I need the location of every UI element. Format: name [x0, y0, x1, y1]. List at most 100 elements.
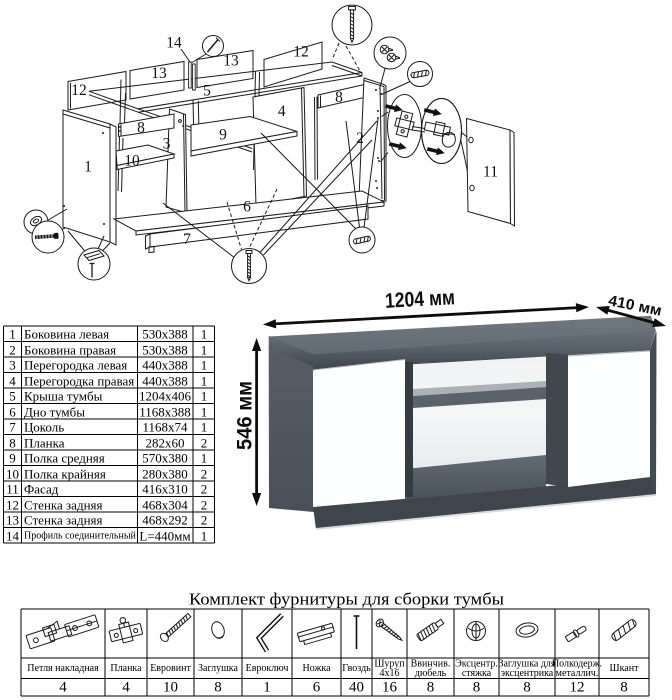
svg-text:2: 2 [201, 482, 208, 497]
svg-text:6: 6 [243, 199, 251, 216]
svg-text:416x310: 416x310 [142, 482, 188, 497]
svg-text:546 мм: 546 мм [234, 381, 257, 450]
svg-text:2: 2 [201, 513, 208, 528]
svg-text:Заглушка для: Заглушка для [498, 659, 555, 670]
svg-text:5: 5 [9, 389, 16, 404]
svg-text:стяжка: стяжка [462, 668, 492, 679]
svg-text:1: 1 [9, 327, 16, 342]
svg-text:12: 12 [293, 44, 309, 61]
svg-text:440x388: 440x388 [142, 358, 188, 373]
svg-text:1168x74: 1168x74 [142, 420, 188, 435]
svg-text:5: 5 [203, 83, 211, 100]
svg-text:3: 3 [163, 136, 171, 153]
svg-text:9: 9 [219, 127, 227, 144]
svg-text:1204 мм: 1204 мм [384, 286, 455, 313]
svg-text:Планка: Планка [24, 435, 65, 450]
svg-text:3: 3 [9, 358, 16, 373]
svg-text:6: 6 [313, 680, 321, 696]
svg-text:Боковина левая: Боковина левая [24, 327, 109, 342]
svg-text:13: 13 [223, 53, 239, 70]
svg-text:Крыша тумбы: Крыша тумбы [24, 389, 103, 404]
svg-text:8: 8 [9, 435, 16, 450]
svg-text:40: 40 [349, 680, 364, 696]
svg-text:Дно тумбы: Дно тумбы [24, 404, 85, 419]
svg-text:4: 4 [59, 680, 67, 696]
svg-text:14: 14 [166, 35, 182, 52]
svg-text:Боковина правая: Боковина правая [24, 342, 116, 357]
svg-text:1: 1 [201, 528, 208, 543]
svg-text:16: 16 [382, 680, 398, 696]
svg-text:4х16: 4х16 [380, 668, 400, 679]
svg-text:Полка крайняя: Полка крайняя [24, 466, 106, 481]
svg-text:468x304: 468x304 [142, 497, 188, 512]
svg-text:13: 13 [151, 65, 167, 82]
svg-text:8: 8 [335, 89, 343, 106]
svg-text:7: 7 [183, 231, 191, 248]
svg-text:Перегородка правая: Перегородка правая [24, 373, 134, 388]
svg-text:Ввинчив.: Ввинчив. [411, 659, 451, 670]
svg-text:2: 2 [201, 466, 208, 481]
svg-text:530x388: 530x388 [142, 327, 188, 342]
svg-text:Комплект фурнитуры для сборки: Комплект фурнитуры для сборки тумбы [189, 590, 504, 609]
svg-text:Петля накладная: Петля накладная [27, 663, 99, 674]
svg-text:1: 1 [201, 404, 208, 419]
svg-text:Ножка: Ножка [302, 663, 331, 674]
svg-text:2: 2 [201, 435, 208, 450]
svg-text:эксцентрика: эксцентрика [501, 668, 554, 679]
svg-text:Стенка задняя: Стенка задняя [24, 513, 103, 528]
svg-text:Фасад: Фасад [24, 482, 59, 497]
svg-text:13: 13 [6, 513, 19, 528]
svg-text:Перегородка левая: Перегородка левая [24, 358, 127, 373]
svg-text:8: 8 [473, 680, 481, 696]
svg-text:Заглушка: Заглушка [198, 663, 238, 674]
svg-text:1: 1 [263, 680, 271, 696]
svg-text:8: 8 [214, 680, 222, 696]
svg-text:570x380: 570x380 [142, 451, 188, 466]
svg-text:12: 12 [6, 497, 19, 512]
svg-text:11: 11 [483, 164, 498, 181]
svg-text:Планка: Планка [110, 663, 142, 674]
svg-text:Стенка задняя: Стенка задняя [24, 497, 103, 512]
svg-text:12: 12 [71, 82, 87, 99]
svg-text:Евровинт: Евровинт [150, 663, 191, 674]
svg-text:1: 1 [84, 159, 92, 176]
svg-text:Профиль соединительный: Профиль соединительный [24, 530, 137, 541]
svg-text:7: 7 [9, 420, 16, 435]
svg-text:8: 8 [523, 680, 531, 696]
svg-text:9: 9 [9, 451, 16, 466]
svg-text:4: 4 [9, 373, 16, 388]
svg-text:410 мм: 410 мм [607, 292, 663, 319]
svg-text:Шуруп: Шуруп [374, 659, 405, 670]
svg-text:Полка средняя: Полка средняя [24, 451, 105, 466]
svg-text:Гвоздь: Гвоздь [342, 663, 371, 674]
svg-text:1: 1 [201, 358, 208, 373]
svg-text:6: 6 [9, 404, 16, 419]
svg-text:1: 1 [201, 373, 208, 388]
svg-text:4: 4 [278, 103, 286, 120]
svg-text:1: 1 [201, 451, 208, 466]
svg-text:Полкодерж.: Полкодерж. [552, 659, 602, 670]
svg-text:L=440мм: L=440мм [139, 528, 190, 543]
svg-text:2: 2 [9, 342, 16, 357]
svg-text:дюбель: дюбель [415, 668, 447, 679]
svg-text:8: 8 [427, 680, 435, 696]
svg-text:Эксцентр.: Эксцентр. [455, 659, 498, 670]
svg-text:10: 10 [124, 153, 140, 170]
svg-text:10: 10 [163, 680, 178, 696]
svg-text:468x292: 468x292 [142, 513, 188, 528]
svg-text:282x60: 282x60 [146, 435, 185, 450]
svg-text:10: 10 [6, 466, 19, 481]
svg-text:Цоколь: Цоколь [24, 420, 64, 435]
svg-text:2: 2 [201, 497, 208, 512]
svg-text:1168x388: 1168x388 [139, 404, 191, 419]
svg-text:440x388: 440x388 [142, 373, 188, 388]
svg-text:530x388: 530x388 [142, 342, 188, 357]
svg-text:1: 1 [201, 420, 208, 435]
svg-text:1: 1 [201, 327, 208, 342]
svg-text:12: 12 [570, 680, 585, 696]
svg-text:280x380: 280x380 [142, 466, 188, 481]
svg-text:1204x406: 1204x406 [139, 389, 192, 404]
svg-text:4: 4 [122, 680, 130, 696]
svg-text:Евроключ: Евроключ [246, 663, 289, 674]
svg-text:металлич.: металлич. [556, 668, 599, 679]
